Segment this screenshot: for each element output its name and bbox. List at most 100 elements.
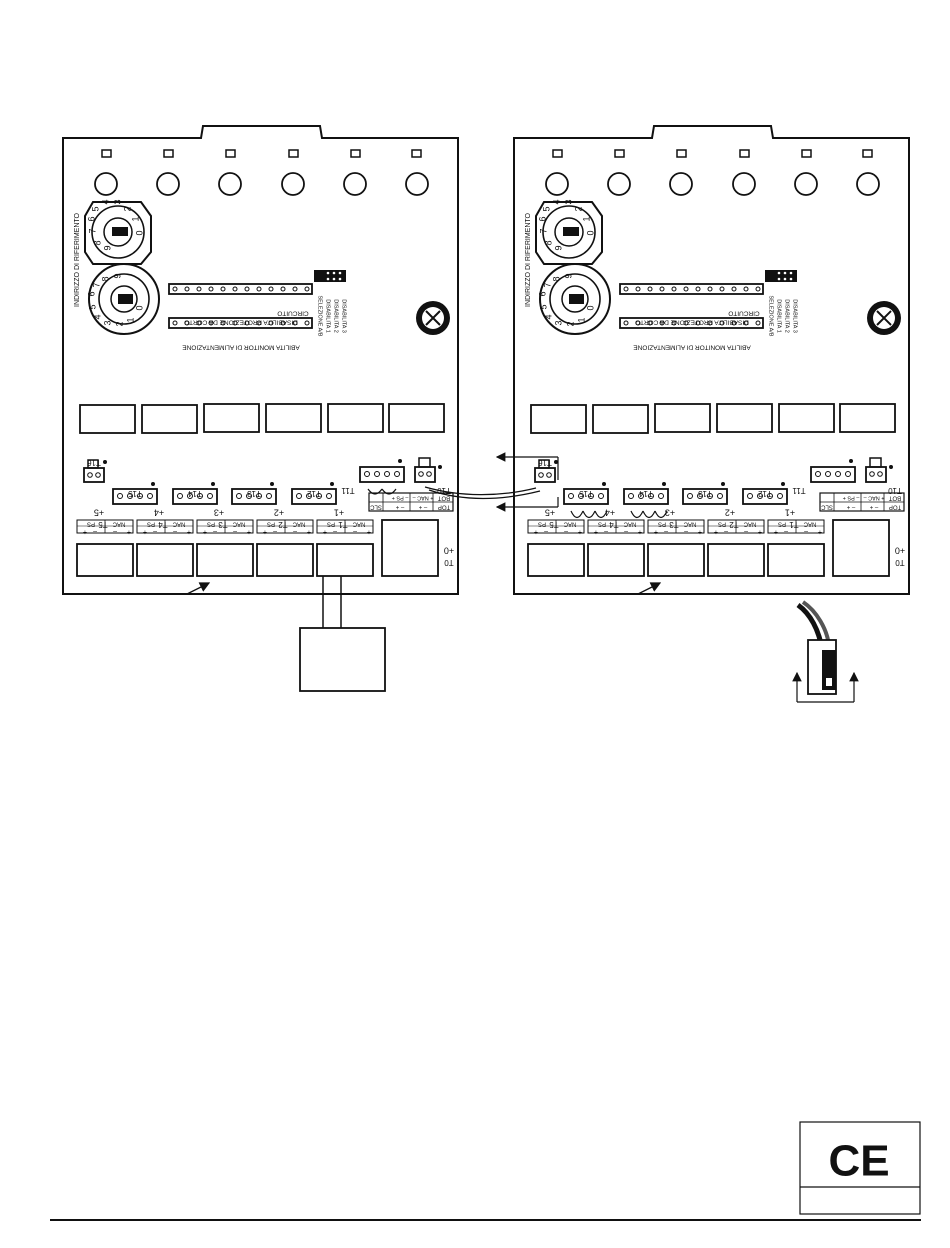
left-polarity: – [293,528,297,535]
right-header-nac: NAC [563,520,576,526]
left-polarity: + [307,528,311,535]
right-dial-lower-digit: 5 [538,304,548,309]
left-polarity: + [323,528,327,535]
right-dial-lower-digit: 0 [585,305,595,310]
right-dial-upper-digit: 5 [541,206,551,211]
left-header-nac: NAC [292,520,305,526]
interconnect-cable [424,452,559,512]
left-dial-lower-digit: 0 [134,305,144,310]
left-polarity: + [263,528,267,535]
left-dial-lower-digit: 2 [114,321,124,326]
left-header-nac: NAC [112,520,125,526]
right-dial-upper-digit: 2 [573,206,583,211]
left-slc-top: TOP [438,503,450,509]
ce-mark: CE [828,1137,889,1186]
right-polarity: – [744,528,748,535]
right-polarity: – [544,528,548,535]
left-terminal-label: T13 [247,489,261,498]
right-polarity: – [804,528,808,535]
left-dial-lower-digit: 1 [125,317,135,322]
left-channel-terminal-label: T3 [218,520,228,529]
jumper-wires [367,488,668,519]
right-dial-lower-digit: 1 [576,317,586,322]
left-dial-lower-digit: 8 [100,276,110,281]
right-polarity: – [684,528,688,535]
right-channel-mark: +5 [545,508,555,518]
right-address-label: INDIRIZZO DI RIFERIMENTO [525,212,532,307]
left-slc-ps: – PS + [392,495,409,501]
right-channel-terminal-label: T0 [895,558,905,567]
left-polarity: + [247,528,251,535]
right-header-ps: PS [658,520,666,526]
right-slc-polarity: – + [846,503,855,509]
right-short-protection-label: DISABILITA PROTEZIONE DA CORTO [635,318,749,325]
right-channel-mark: +3 [665,508,675,518]
left-header-ps: PS [207,520,215,526]
right-terminal-label: T15 [579,489,593,498]
left-jumper-label: SELEZIONE A/B [317,296,323,337]
right-terminal-label: T13 [698,489,712,498]
left-dial-upper-digit: 9 [102,245,112,250]
right-dial-upper-digit: 6 [537,216,547,221]
left-channel-mark: +2 [274,508,284,518]
left-jumper-label: DISABILITA 3 [341,299,347,333]
left-channel-mark: +3 [214,508,224,518]
right-terminal-label: T16 [538,458,552,467]
right-channel-terminal-label: T3 [669,520,679,529]
right-dial-upper-digit: 1 [581,216,591,221]
left-short-protection-label: DISABILITA PROTEZIONE DA CORTO [184,318,298,325]
right-slc-top: TOP [889,503,901,509]
left-dial-upper-digit: 0 [134,230,144,235]
left-polarity: – [93,528,97,535]
left-dial-lower-digit: 5 [87,304,97,309]
left-polarity: – [173,528,177,535]
left-channel-mark: +0 [444,546,454,556]
right-dial-upper-digit: 3 [563,199,573,204]
left-dial-upper-digit: 8 [92,240,102,245]
left-channel-mark: +5 [94,508,104,518]
left-channel-terminal-label: T2 [278,520,288,529]
right-terminal-label: T14 [639,489,653,498]
left-dial-lower-digit: 7 [91,282,101,287]
right-polarity: + [698,528,702,535]
left-slc-polarity: – + [395,503,404,509]
right-dial-upper-digit: 8 [543,240,553,245]
left-channel-terminal-label: T0 [444,558,454,567]
left-polarity: – [333,528,337,535]
right-slc-ps: – PS + [843,495,860,501]
left-channel-terminal-label: T5 [98,520,108,529]
left-polarity: + [127,528,131,535]
right-terminal-label: T11 [792,486,806,495]
left-dial-lower-digit: 6 [86,291,96,296]
left-dial-upper-digit: 4 [100,199,110,204]
left-dial-lower-digit: 9 [112,273,122,278]
right-polarity: – [664,528,668,535]
right-channel-mark: +4 [605,508,615,518]
left-dial-upper-digit: 6 [86,216,96,221]
left-dial-lower-digit: 4 [92,314,102,319]
right-header-ps: PS [598,520,606,526]
right-dial-upper-digit: 0 [585,230,595,235]
right-slc-bot: BOT [889,494,902,500]
left-slc-polarity: – + [418,503,427,509]
right-header-nac: NAC [683,520,696,526]
right-polarity: – [624,528,628,535]
left-terminal-label: T12 [307,489,321,498]
left-polarity: + [143,528,147,535]
right-dial-lower-digit: 8 [551,276,561,281]
left-polarity: – [113,528,117,535]
left-terminal-label: T16 [87,458,101,467]
right-channel-terminal-label: T2 [729,520,739,529]
right-channel-terminal-label: T5 [549,520,559,529]
left-header-nac: NAC [172,520,185,526]
left-dial-upper-digit: 5 [90,206,100,211]
right-dial-upper-digit: 7 [538,228,548,233]
right-slc-label: SLC [820,503,832,509]
right-header-ps: PS [538,520,546,526]
left-dial-lower-digit: 3 [102,320,112,325]
left-channel-terminal-label: T4 [158,520,168,529]
left-dial-upper-digit: 1 [130,216,140,221]
left-power-monitor-label: ABILITA MONITOR DI ALIMENTAZIONE [182,343,300,350]
left-polarity: + [83,528,87,535]
